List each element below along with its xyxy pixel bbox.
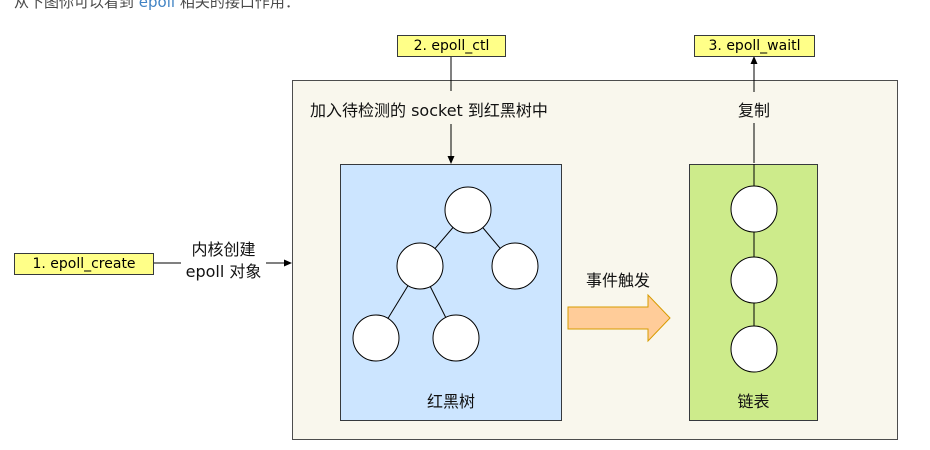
list-node bbox=[730, 256, 778, 304]
event-trigger-arrow bbox=[567, 293, 671, 343]
intro-highlight: epoll bbox=[138, 0, 176, 11]
tree-node bbox=[432, 314, 480, 362]
create-label-line2: epoll 对象 bbox=[185, 262, 262, 281]
tree-node bbox=[396, 242, 444, 290]
tree-node-root bbox=[444, 186, 492, 234]
create-label: 内核创建 epoll 对象 bbox=[180, 239, 267, 283]
intro-suffix: 相关的接口作用： bbox=[175, 0, 300, 11]
copy-label: 复制 bbox=[737, 101, 770, 120]
intro-prefix: 从下图你可以看到 bbox=[14, 0, 139, 11]
list-node bbox=[730, 185, 778, 233]
tree-node bbox=[491, 242, 539, 290]
intro-text: 从下图你可以看到 epoll 相关的接口作用： bbox=[14, 0, 300, 12]
epoll-create-box: 1. epoll_create bbox=[14, 253, 154, 275]
event-trigger-label: 事件触发 bbox=[585, 271, 650, 290]
epoll-ctl-box: 2. epoll_ctl bbox=[397, 35, 506, 57]
linked-list-label: 链表 bbox=[737, 392, 770, 411]
epoll-wait-box: 3. epoll_waitl bbox=[694, 35, 815, 57]
list-node bbox=[730, 325, 778, 373]
tree-node bbox=[352, 314, 400, 362]
add-socket-label: 加入待检测的 socket 到红黑树中 bbox=[310, 101, 548, 120]
create-label-line1: 内核创建 bbox=[191, 240, 256, 259]
rbtree-label: 红黑树 bbox=[426, 392, 475, 411]
